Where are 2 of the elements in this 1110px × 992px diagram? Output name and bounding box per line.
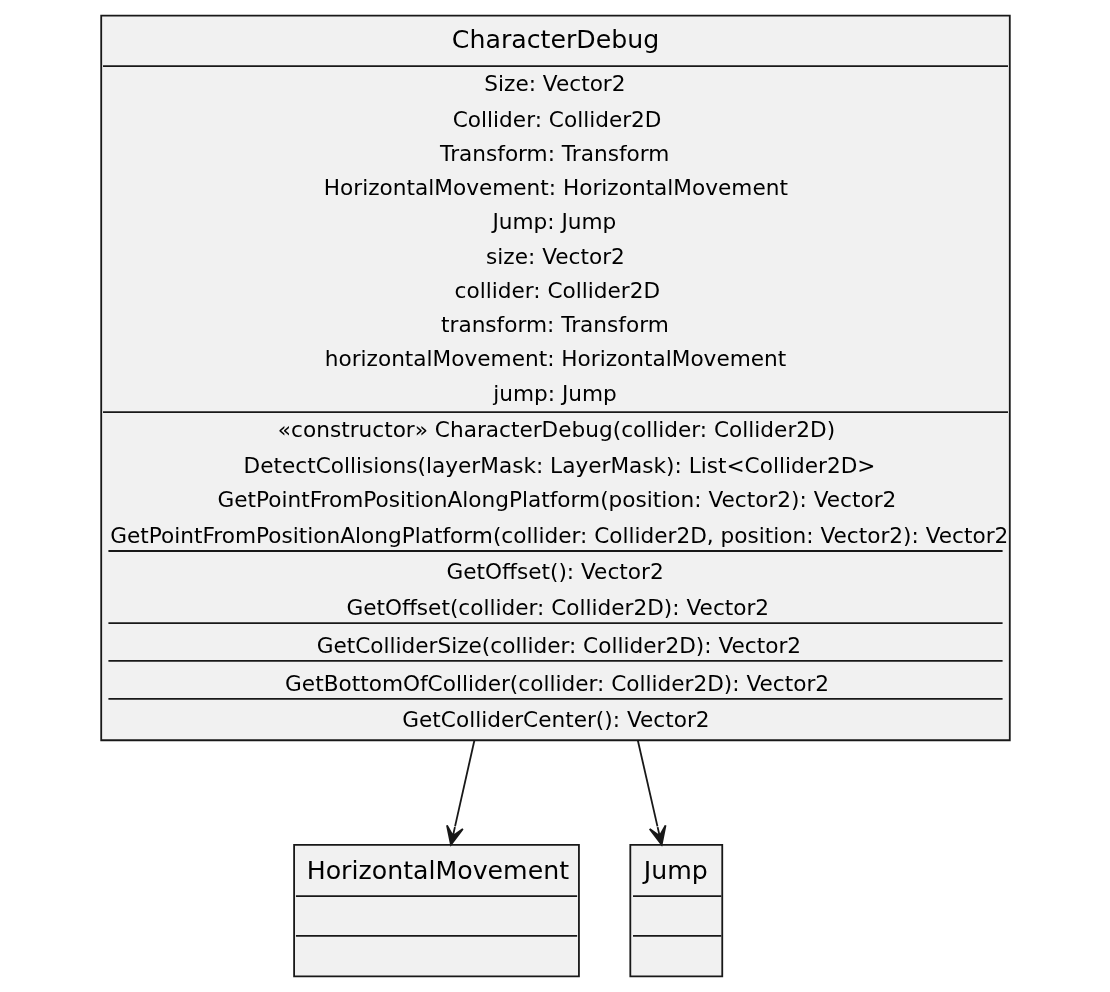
arrow: [445, 739, 475, 846]
arrow: [636, 739, 666, 846]
